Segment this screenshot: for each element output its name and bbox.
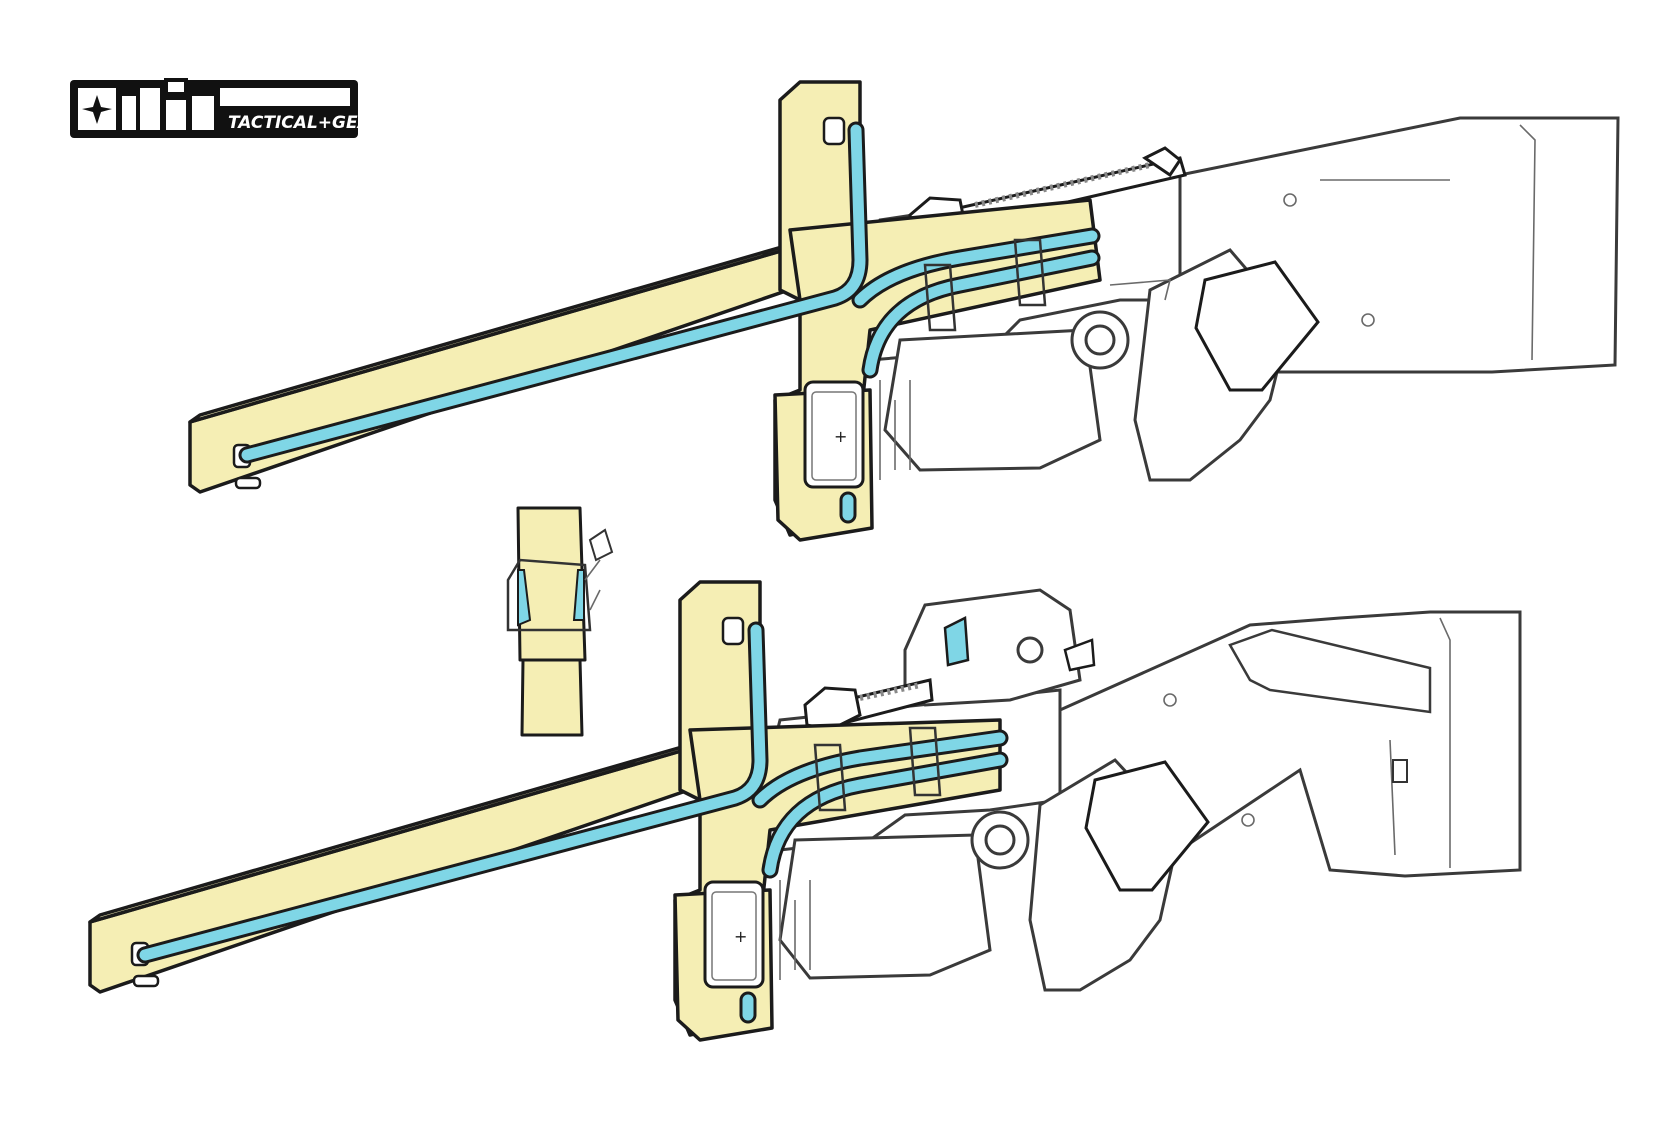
top-pouch: + <box>803 238 1047 489</box>
brand-logo: TACTICAL+GEAR <box>70 78 384 138</box>
svg-text:+: + <box>834 427 847 446</box>
top-cross-stock <box>188 80 1102 542</box>
top-cable-routing <box>238 121 1101 524</box>
bottom-pouch: + <box>703 726 942 989</box>
logo-tagline: TACTICAL+GEAR <box>228 113 384 133</box>
bottom-cable-routing <box>136 621 1009 1024</box>
end-view-illustration <box>506 506 614 737</box>
svg-text:+: + <box>734 927 747 946</box>
